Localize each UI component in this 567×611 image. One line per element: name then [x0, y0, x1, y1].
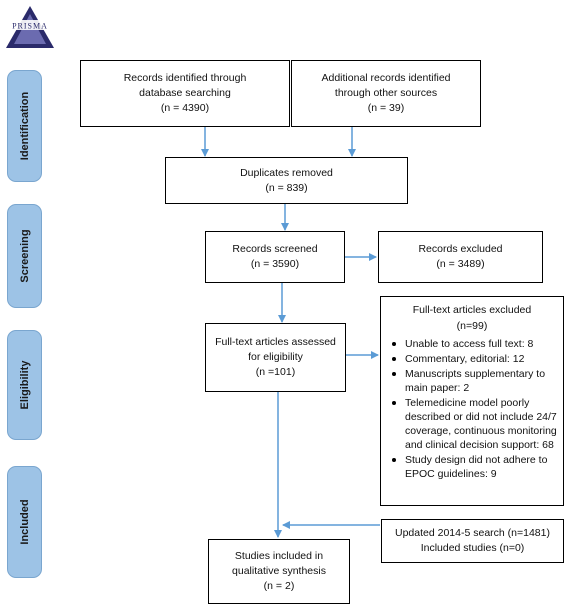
fulltext-line2: for eligibility [248, 351, 303, 363]
box-updated-search: Updated 2014-5 search (n=1481) Included … [381, 519, 564, 563]
db-line2: database searching [139, 87, 231, 99]
other-line1: Additional records identified [321, 72, 451, 84]
dup-line2: (n = 839) [265, 181, 308, 194]
db-line1: Records identified through [123, 72, 247, 84]
screened-line2: (n = 3590) [250, 258, 300, 270]
other-line2: through other sources [334, 87, 438, 99]
phase-screening: Screening [7, 204, 42, 308]
box-database-records: Records identified through database sear… [80, 60, 290, 127]
box-fulltext-assessed: Full-text articles assessed for eligibil… [205, 323, 346, 392]
svg-text:PRISMA: PRISMA [12, 22, 48, 31]
included-line1: Studies included in [234, 550, 324, 562]
updated-line2: Included studies (n=0) [420, 542, 525, 554]
dup-line1: Duplicates removed [240, 166, 333, 179]
phase-included: Included [7, 466, 42, 578]
box-fulltext-excluded: Full-text articles excluded (n=99) Unabl… [380, 296, 564, 506]
box-duplicates-removed: Duplicates removed (n = 839) [165, 157, 408, 204]
screened-line1: Records screened [232, 243, 318, 255]
exclusion-reason: Manuscripts supplementary to main paper:… [392, 367, 557, 395]
fulltext-excluded-count: (n=99) [456, 320, 488, 332]
phase-identification: Identification [7, 70, 42, 182]
updated-line1: Updated 2014-5 search (n=1481) [395, 527, 550, 539]
included-line3: (n = 2) [263, 580, 295, 592]
box-studies-included: Studies included in qualitative synthesi… [208, 539, 350, 604]
box-other-sources: Additional records identified through ot… [291, 60, 481, 127]
prisma-logo: PRISMA [4, 4, 56, 54]
box-records-screened: Records screened (n = 3590) [205, 231, 345, 283]
db-line3: (n = 4390) [160, 102, 210, 114]
exclusion-reason: Study design did not adhere to EPOC guid… [392, 453, 557, 481]
excluded-line2: (n = 3489) [436, 258, 485, 270]
exclusion-reason: Telemedicine model poorly described or d… [392, 397, 557, 451]
fulltext-line1: Full-text articles assessed [215, 336, 336, 348]
fulltext-excluded-title: Full-text articles excluded [412, 304, 532, 316]
box-records-excluded: Records excluded (n = 3489) [378, 231, 543, 283]
exclusion-reasons-list: Unable to access full text: 8 Commentary… [381, 337, 563, 481]
included-line2: qualitative synthesis [232, 565, 326, 577]
other-line3: (n = 39) [367, 102, 405, 114]
exclusion-reason: Unable to access full text: 8 [392, 337, 557, 351]
phase-eligibility: Eligibility [7, 330, 42, 440]
exclusion-reason: Commentary, editorial: 12 [392, 352, 557, 366]
fulltext-line3: (n =101) [255, 366, 296, 378]
excluded-line1: Records excluded [418, 243, 503, 255]
